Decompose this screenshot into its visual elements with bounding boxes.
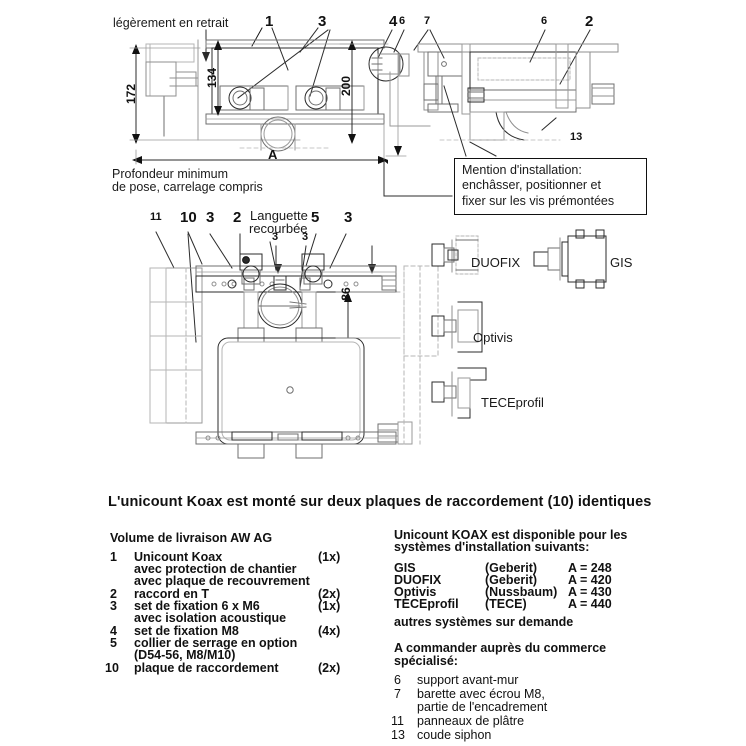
list-item-sub: (D54-56, M8/M10) xyxy=(134,648,236,662)
tab-label-line2: recourbée xyxy=(249,221,308,236)
callout-10-middle: 10 xyxy=(180,209,197,226)
order-item-text: barette avec écrou M8, xyxy=(417,687,545,701)
list-item-sub: avec protection de chantier xyxy=(134,562,297,576)
system-row-a: A = 430 xyxy=(568,585,612,599)
system-row-a: A = 248 xyxy=(568,561,612,575)
list-item-sub: avec plaque de recouvrement xyxy=(134,574,310,588)
system-label-duofix: DUOFIX xyxy=(471,255,521,270)
list-item-qty: (2x) xyxy=(318,587,341,601)
list-item-qty: (1x) xyxy=(318,550,341,564)
order-item-text: panneaux de plâtre xyxy=(417,714,525,728)
callout-4-top: 4 xyxy=(389,13,398,30)
list-item-qty: (4x) xyxy=(318,624,341,638)
middle-section-drawing xyxy=(0,210,746,460)
dimension-A: A xyxy=(268,147,278,162)
order-item-num: 13 xyxy=(391,728,405,742)
system-row-brand: (Geberit) xyxy=(485,561,538,575)
callout-11-middle: 11 xyxy=(150,211,162,223)
callout-6a-top: 6 xyxy=(399,15,406,27)
dimension-200: 200 xyxy=(339,75,353,97)
system-row-name: Optivis xyxy=(394,585,437,599)
system-row-name: GIS xyxy=(394,561,416,575)
installation-note-line3: fixer sur les vis prémontées xyxy=(462,193,615,208)
callout-6b-top: 6 xyxy=(541,15,548,27)
callout-5-middle: 5 xyxy=(311,209,320,226)
dimension-134: 134 xyxy=(205,67,219,89)
order-item-sub: partie de l'encadrement xyxy=(417,700,548,714)
system-row-name: TECEprofil xyxy=(394,597,459,611)
order-item-text: support avant-mur xyxy=(417,673,519,687)
list-item-text: set de fixation M8 xyxy=(134,624,239,638)
list-item-text: Unicount Koax xyxy=(134,550,223,564)
list-item-num: 4 xyxy=(110,624,117,638)
note-min-depth-line1: Profondeur minimum xyxy=(112,167,229,181)
system-row-brand: (Nussbaum) xyxy=(485,585,558,599)
list-item-sub: avec isolation acoustique xyxy=(134,611,287,625)
note-other-systems: autres systèmes sur demande xyxy=(394,615,574,629)
callout-3-small-right: 3 xyxy=(302,231,309,243)
top-section-drawing xyxy=(0,0,746,210)
system-label-teceprofil: TECEprofil xyxy=(481,395,544,410)
list-item-num: 1 xyxy=(110,550,117,564)
right-column-heading-line2: systèmes d'installation suivants: xyxy=(394,540,590,554)
list-item-num: 5 xyxy=(110,636,117,650)
installation-note-line1: Mention d'installation: xyxy=(462,163,582,177)
order-heading-line1: A commander auprès du commerce xyxy=(394,641,607,655)
list-item-text: set de fixation 6 x M6 xyxy=(134,599,260,613)
middle-drawing-svg xyxy=(149,229,607,459)
note-min-depth-line2: de pose, carrelage compris xyxy=(112,180,263,194)
order-item-text: coude siphon xyxy=(417,728,492,742)
callout-3a-middle: 3 xyxy=(206,209,215,226)
list-item-num: 3 xyxy=(110,599,117,613)
note-slightly-recessed: légèrement en retrait xyxy=(113,16,229,30)
order-item-num: 6 xyxy=(394,673,401,687)
system-row-brand: (Geberit) xyxy=(485,573,538,587)
callout-7-top: 7 xyxy=(424,15,431,27)
order-heading-line2: spécialisé: xyxy=(394,654,458,668)
list-item-qty: (1x) xyxy=(318,599,341,613)
callout-3-small-left: 3 xyxy=(272,231,279,243)
callout-2-middle: 2 xyxy=(233,209,242,226)
system-label-gis: GIS xyxy=(610,255,633,270)
callout-3b-middle: 3 xyxy=(344,209,353,226)
dimension-86: 86 xyxy=(339,287,353,301)
tab-label-line1: Languette xyxy=(250,208,308,223)
callout-1-top: 1 xyxy=(265,13,274,30)
callout-13-top: 13 xyxy=(570,131,583,143)
left-column-heading: Volume de livraison AW AG xyxy=(110,531,273,545)
top-drawing-svg xyxy=(129,27,619,197)
installation-note-box: Mention d'installation: enchâsser, posit… xyxy=(454,158,647,215)
system-row-a: A = 420 xyxy=(568,573,612,587)
right-column-heading-line1: Unicount KOAX est disponible pour les xyxy=(394,528,628,542)
system-row-brand: (TECE) xyxy=(485,597,527,611)
dimension-172: 172 xyxy=(124,83,138,105)
system-row-a: A = 440 xyxy=(568,597,612,611)
page-title: L'unicount Koax est monté sur deux plaqu… xyxy=(108,494,652,510)
list-item-text: collier de serrage en option xyxy=(134,636,298,650)
order-item-num: 11 xyxy=(391,714,404,728)
list-item-text: plaque de raccordement xyxy=(134,661,279,675)
list-item-num: 10 xyxy=(105,661,119,675)
system-row-name: DUOFIX xyxy=(394,573,442,587)
list-item-qty: (2x) xyxy=(318,661,341,675)
callout-3-top: 3 xyxy=(318,13,327,30)
installation-note-line2: enchâsser, positionner et xyxy=(462,178,601,193)
system-label-optivis: Optivis xyxy=(473,330,513,345)
list-item-num: 2 xyxy=(110,587,117,601)
list-item-text: raccord en T xyxy=(134,587,210,601)
callout-2-top: 2 xyxy=(585,13,594,30)
order-item-num: 7 xyxy=(394,687,401,701)
